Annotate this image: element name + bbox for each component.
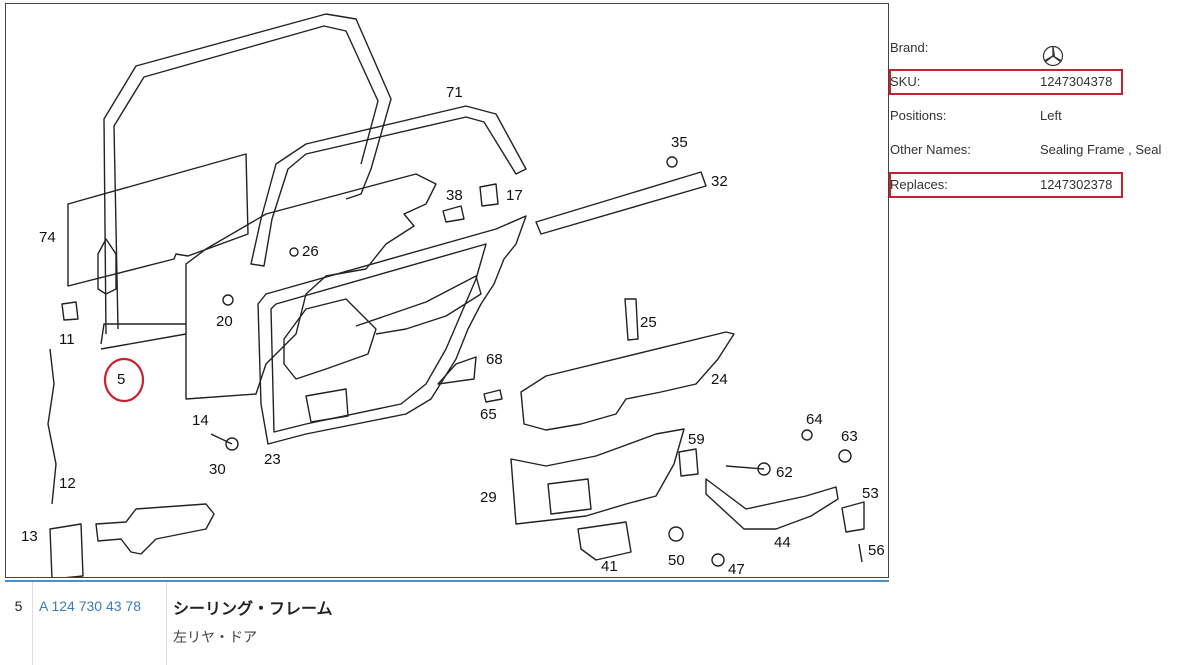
highlight-circle (103, 357, 145, 403)
parts-table: 5 A 124 730 43 78 シーリング・フレーム 左リヤ・ドア (5, 580, 889, 665)
callout-56: 56 (868, 542, 885, 559)
brand-label: Brand: (890, 40, 929, 55)
other-names-row: Other Names: Sealing Frame , Seal (889, 137, 1200, 163)
sku-label: SKU: (890, 74, 921, 89)
callout-32: 32 (711, 173, 728, 190)
callout-30: 30 (209, 461, 226, 478)
callout-65: 65 (480, 406, 497, 423)
callout-50: 50 (668, 552, 685, 569)
callout-5[interactable]: 5 (117, 371, 125, 388)
callout-59: 59 (688, 431, 705, 448)
callout-71: 71 (446, 84, 463, 101)
positions-row: Positions: Left (889, 103, 1125, 129)
callout-14: 14 (192, 412, 209, 429)
callout-68: 68 (486, 351, 503, 368)
sku-highlight-box (889, 69, 1123, 95)
callout-41: 41 (601, 558, 618, 575)
part-name: シーリング・フレーム (173, 601, 333, 618)
callout-20: 20 (216, 313, 233, 330)
callout-23: 23 (264, 451, 281, 468)
replaces-label: Replaces: (890, 177, 948, 192)
other-names-label: Other Names: (890, 142, 971, 157)
other-names-value: Sealing Frame , Seal (1040, 142, 1162, 157)
callout-12: 12 (59, 475, 76, 492)
callout-44: 44 (774, 534, 791, 551)
callout-25: 25 (640, 314, 657, 331)
callout-29: 29 (480, 489, 497, 506)
callout-47: 47 (728, 561, 745, 578)
callout-26: 26 (302, 243, 319, 260)
mercedes-star-icon (1042, 45, 1064, 70)
sku-row: SKU: 1247304378 (889, 69, 1125, 95)
callout-62: 62 (776, 464, 793, 481)
replaces-row: Replaces: 1247302378 (889, 172, 1125, 198)
callout-11: 11 (59, 331, 75, 348)
callout-35: 35 (671, 134, 688, 151)
replaces-highlight-box (889, 172, 1123, 198)
callout-24: 24 (711, 371, 728, 388)
callout-13: 13 (21, 528, 38, 545)
sku-value: 1247304378 (1040, 74, 1113, 89)
table-cell-description: シーリング・フレーム 左リヤ・ドア (167, 582, 889, 665)
callout-74: 74 (39, 229, 56, 246)
callout-38: 38 (446, 187, 463, 204)
callout-64: 64 (806, 411, 823, 428)
callout-17: 17 (506, 187, 523, 204)
positions-label: Positions: (890, 108, 947, 123)
callout-63: 63 (841, 428, 858, 445)
part-location: 左リヤ・ドア (173, 629, 257, 645)
table-cell-position: 5 (5, 582, 33, 665)
brand-row: Brand: (889, 35, 1125, 67)
positions-value: Left (1040, 108, 1062, 123)
replaces-value: 1247302378 (1040, 177, 1113, 192)
part-number-link[interactable]: A 124 730 43 78 (33, 582, 167, 665)
callout-53: 53 (862, 485, 879, 502)
